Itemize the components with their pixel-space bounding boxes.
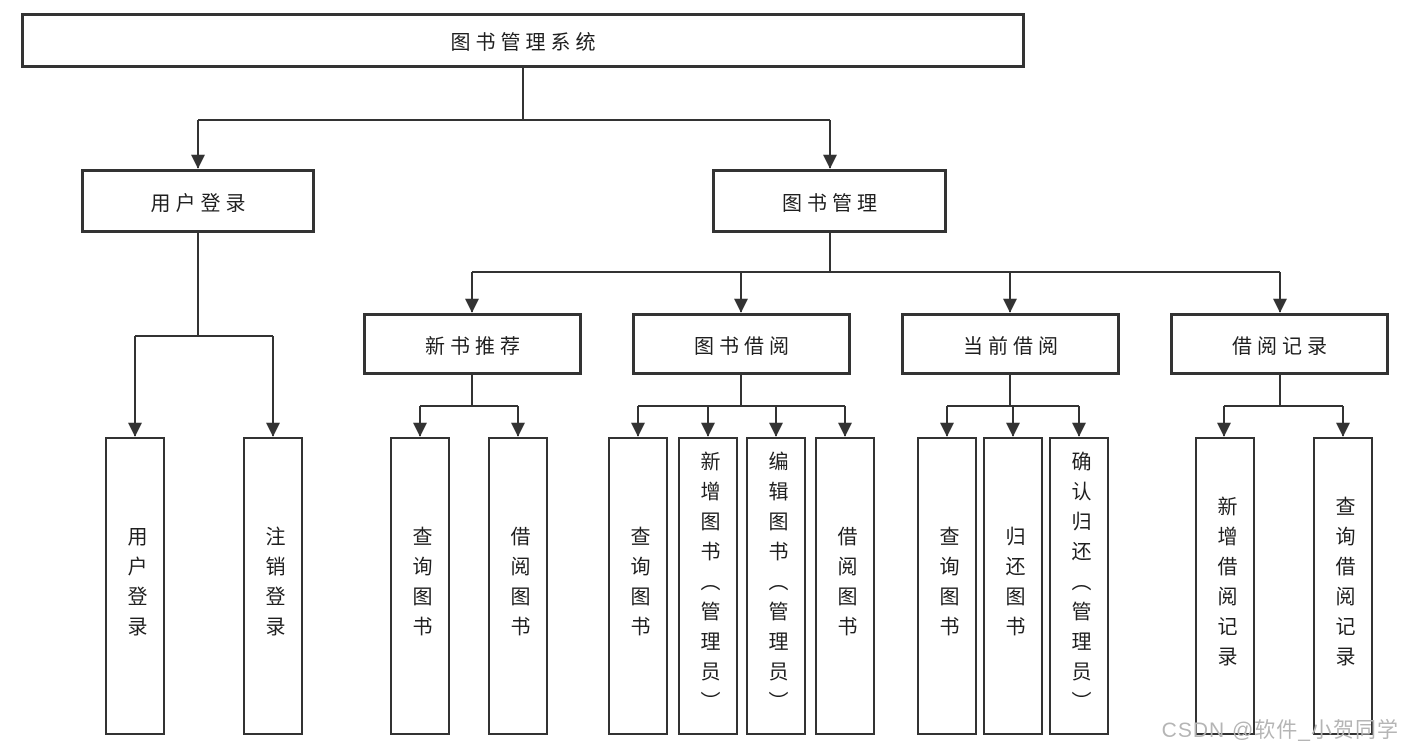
leaf-newbook-query-book: 查询图书 (390, 437, 450, 735)
node-user-login: 用户登录 (81, 169, 315, 233)
leaf-record-query-borrow-record: 查询借阅记录 (1313, 437, 1373, 735)
node-book-borrow: 图书借阅 (632, 313, 851, 375)
leaf-borrow-edit-book-admin: 编辑图书（管理员） (746, 437, 806, 735)
leaf-current-confirm-return-admin: 确认归还（管理员） (1049, 437, 1109, 735)
leaf-record-add-borrow-record: 新增借阅记录 (1195, 437, 1255, 735)
leaf-current-query-book: 查询图书 (917, 437, 977, 735)
leaf-logout: 注销登录 (243, 437, 303, 735)
node-book-management: 图书管理 (712, 169, 947, 233)
node-new-book-recommend: 新书推荐 (363, 313, 582, 375)
leaf-current-return-book: 归还图书 (983, 437, 1043, 735)
node-root-library-system: 图书管理系统 (21, 13, 1025, 68)
node-current-borrow: 当前借阅 (901, 313, 1120, 375)
leaf-newbook-borrow-book: 借阅图书 (488, 437, 548, 735)
node-borrow-record: 借阅记录 (1170, 313, 1389, 375)
leaf-borrow-query-book: 查询图书 (608, 437, 668, 735)
leaf-borrow-add-book-admin: 新增图书（管理员） (678, 437, 738, 735)
leaf-user-login: 用户登录 (105, 437, 165, 735)
leaf-borrow-borrow-book: 借阅图书 (815, 437, 875, 735)
